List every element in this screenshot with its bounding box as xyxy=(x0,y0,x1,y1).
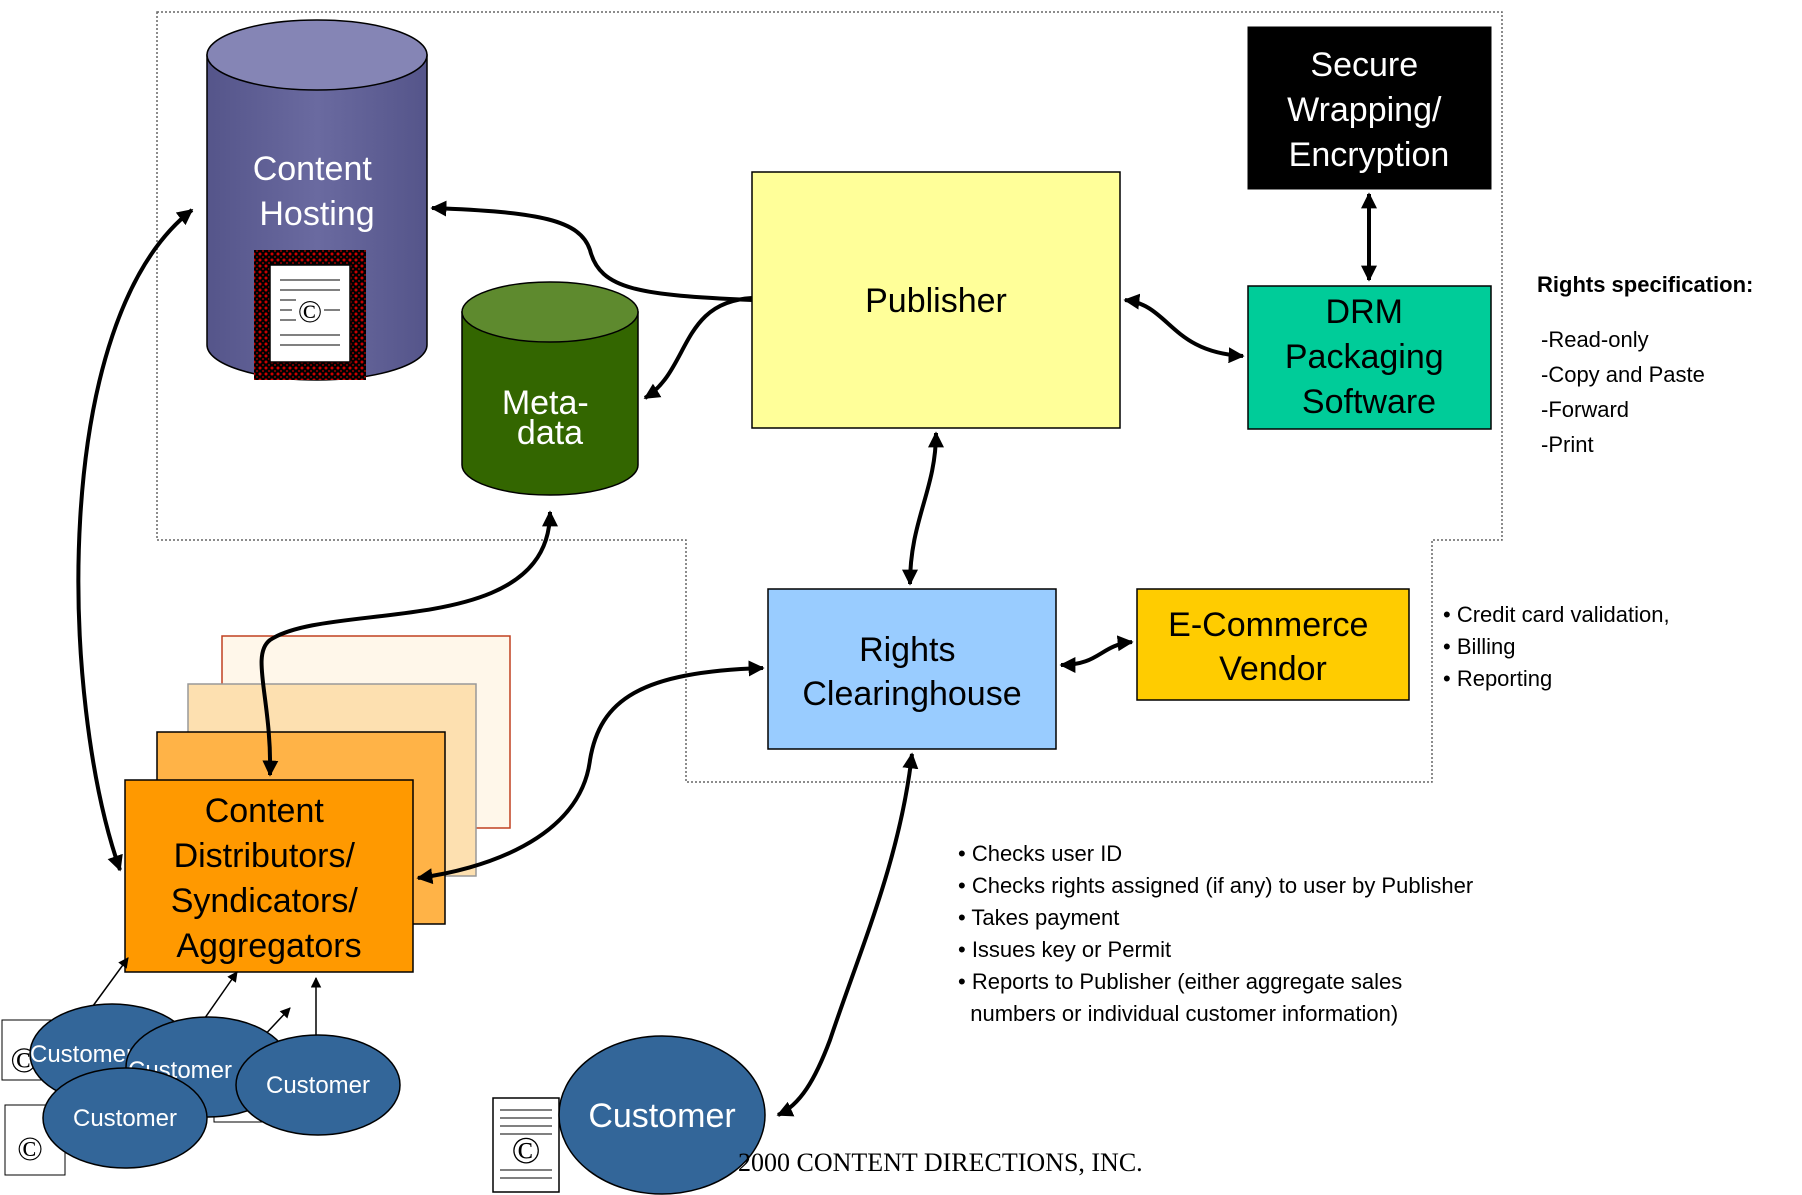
document-icon: © xyxy=(269,264,351,363)
arrow-publisher-drm xyxy=(1123,293,1245,364)
publisher-box[interactable] xyxy=(751,171,1121,429)
secure-wrapping-box[interactable] xyxy=(1247,26,1492,190)
customer-main-label: Customer xyxy=(588,1097,735,1135)
ecommerce-vendor-box[interactable] xyxy=(1136,588,1410,701)
publisher-label: Publisher xyxy=(865,282,1007,320)
metadata-label: Meta- data xyxy=(502,384,598,452)
arrow-publisher-metadata xyxy=(643,296,753,400)
rights-clearinghouse-box[interactable] xyxy=(767,588,1057,750)
arrow-publisher-clearinghouse xyxy=(902,431,944,586)
svg-text:Customer: Customer xyxy=(30,1041,134,1068)
content-hosting-label: Content Hosting xyxy=(253,150,382,233)
arrow-hosting-distributors xyxy=(76,208,194,872)
secure-wrapping-label: Secure Wrapping/ Encryption xyxy=(1287,46,1451,174)
copyright-icon: © xyxy=(298,293,322,329)
customer-node-main[interactable]: Customer xyxy=(558,1035,766,1195)
rights-spec-list: -Read-only -Copy and Paste -Forward -Pri… xyxy=(1541,327,1711,457)
svg-text:Customer: Customer xyxy=(73,1105,177,1132)
customer-node-3[interactable]: Customer xyxy=(42,1067,208,1169)
copyright-footer: 2000 CONTENT DIRECTIONS, INC. xyxy=(738,1148,1143,1177)
rights-clearinghouse-label: Rights Clearinghouse xyxy=(802,631,1021,713)
ecommerce-notes: • Credit card validation, • Billing • Re… xyxy=(1443,602,1676,691)
arrow-metadata-distributors xyxy=(259,510,558,777)
connectors xyxy=(76,192,1377,1117)
customer-cluster: © © © Customer Customer Customer Custome… xyxy=(1,1003,401,1176)
drm-packaging-box[interactable] xyxy=(1247,285,1492,430)
copyright-icon: © xyxy=(512,1130,541,1172)
arrow-clearinghouse-ecommerce xyxy=(1059,635,1134,673)
arrow-publisher-hosting xyxy=(430,200,753,302)
arrow-clearinghouse-customer xyxy=(776,752,919,1117)
svg-text:Customer: Customer xyxy=(266,1072,370,1099)
distributors-label: Content Distributors/ Syndicators/ Aggre… xyxy=(171,792,368,965)
ecommerce-vendor-label: E-Commerce Vendor xyxy=(1168,606,1378,688)
rights-spec-title: Rights specification: xyxy=(1537,272,1753,297)
metadata-database[interactable]: Meta- data xyxy=(461,281,639,496)
content-hosting-database[interactable]: Content Hosting © xyxy=(206,19,428,381)
svg-text:©: © xyxy=(17,1131,43,1168)
clearinghouse-notes: • Checks user ID • Checks rights assigne… xyxy=(958,841,1473,1026)
customer-node-4[interactable]: Customer xyxy=(235,1034,401,1136)
distributors-box[interactable] xyxy=(124,779,414,973)
main-customer-document-icon: © xyxy=(492,1097,560,1193)
drm-packaging-label: DRM Packaging Software xyxy=(1285,293,1453,421)
arrow-clearinghouse-distributors xyxy=(416,660,765,885)
